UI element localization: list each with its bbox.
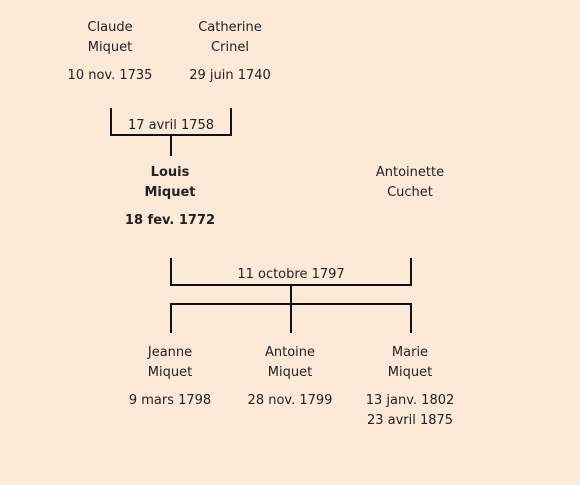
- person-given-name: Claude: [87, 20, 133, 35]
- connector-line: [290, 303, 292, 333]
- marriage-date-label: 17 avril 1758: [127, 118, 215, 133]
- person-family-name: Miquet: [144, 185, 196, 200]
- connector-line: [170, 284, 412, 286]
- person-given-name: Jeanne: [147, 345, 193, 360]
- person-child[interactable]: Jeanne Miquet 9 mars 1798: [100, 343, 240, 411]
- connector-line: [170, 258, 172, 286]
- person-given-name: Antoine: [264, 345, 316, 360]
- person-birth-date: 18 fev. 1772: [124, 213, 216, 228]
- person-death-date: 23 avril 1875: [366, 413, 454, 428]
- person-family-name: Miquet: [147, 365, 193, 380]
- person-mother[interactable]: Catherine Crinel 29 juin 1740: [160, 18, 300, 86]
- connector-line: [110, 108, 112, 136]
- person-subject[interactable]: Louis Miquet 18 fev. 1772: [100, 163, 240, 231]
- connector-line: [290, 286, 292, 304]
- person-given-name: Catherine: [198, 20, 262, 35]
- person-family-name: Crinel: [211, 40, 249, 55]
- connector-line: [230, 108, 232, 136]
- person-given-name: Antoinette: [375, 165, 445, 180]
- person-family-name: Miquet: [267, 365, 313, 380]
- person-given-name: Louis: [150, 165, 190, 180]
- connector-line: [170, 303, 172, 333]
- person-birth-date: 28 nov. 1799: [247, 393, 333, 408]
- person-birth-date: 9 mars 1798: [128, 393, 212, 408]
- person-family-name: Miquet: [87, 40, 133, 55]
- person-given-name: Marie: [391, 345, 429, 360]
- person-child[interactable]: Antoine Miquet 28 nov. 1799: [220, 343, 360, 411]
- person-birth-date: 10 nov. 1735: [67, 68, 153, 83]
- person-birth-date: 13 janv. 1802: [365, 393, 455, 408]
- connector-line: [410, 303, 412, 333]
- person-family-name: Miquet: [387, 365, 433, 380]
- marriage-date-label: 11 octobre 1797: [237, 267, 345, 282]
- person-spouse[interactable]: Antoinette Cuchet: [340, 163, 480, 203]
- connector-line: [110, 134, 232, 136]
- person-birth-date: 29 juin 1740: [189, 68, 271, 83]
- connector-line: [170, 136, 172, 156]
- person-child[interactable]: Marie Miquet 13 janv. 1802 23 avril 1875: [340, 343, 480, 431]
- person-family-name: Cuchet: [387, 185, 433, 200]
- connector-line: [410, 258, 412, 286]
- person-father[interactable]: Claude Miquet 10 nov. 1735: [40, 18, 180, 86]
